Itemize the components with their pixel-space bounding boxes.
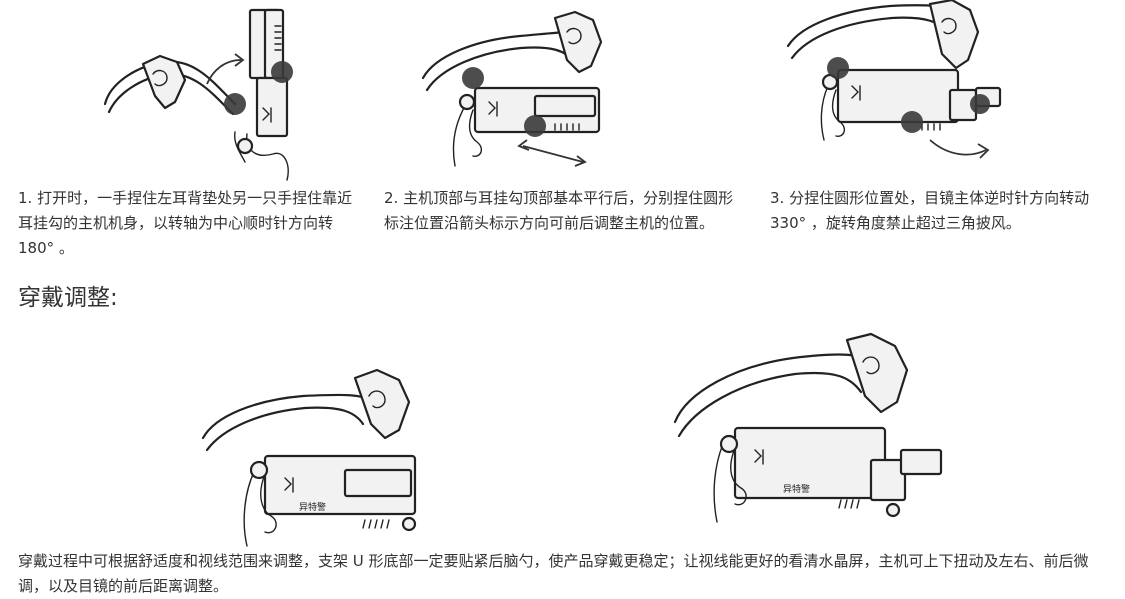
step3-device-drawing (786, 0, 1002, 159)
step2-device-drawing (421, 10, 603, 167)
grip-point-marker (827, 57, 849, 79)
step3-caption: 3. 分捏住圆形位置处，目镜主体逆时针方向转动 330° ，旋转角度禁止超过三角… (770, 189, 1090, 232)
step2-caption: 2. 主机顶部与耳挂勾顶部基本平行后，分别捏住圆形标注位置沿箭头标示方向可前后调… (384, 189, 734, 232)
wearing-caption: 穿戴过程中可根据舒适度和视线范围来调整，支架 U 形底部一定要贴紧后脑勺，使产品… (18, 552, 1089, 595)
section-heading: 穿戴调整: (18, 285, 118, 311)
step1-illustration (95, 4, 325, 184)
grip-point-marker (462, 67, 484, 89)
step3-illustration (780, 0, 1010, 176)
step2-illustration (415, 6, 615, 176)
wearing-left-device-drawing: 异特警 (201, 368, 417, 547)
grip-point-marker (970, 94, 990, 114)
grip-point-marker (901, 111, 923, 133)
device-logo-text: 异特警 (783, 483, 810, 495)
wearing-illustration-right: 异特警 (665, 332, 955, 532)
grip-point-marker (524, 115, 546, 137)
step1-device-drawing (103, 8, 293, 181)
device-logo-text: 异特警 (299, 501, 326, 513)
grip-point-marker (271, 61, 293, 83)
step1-caption: 1. 打开时，一手捏住左耳背垫处另一只手捏住靠近耳挂勾的主机机身，以转轴为中心顺… (18, 189, 353, 257)
wearing-illustration-left: 异特警 (195, 360, 435, 550)
grip-point-marker (224, 93, 246, 115)
wearing-right-device-drawing: 异特警 (673, 332, 943, 523)
